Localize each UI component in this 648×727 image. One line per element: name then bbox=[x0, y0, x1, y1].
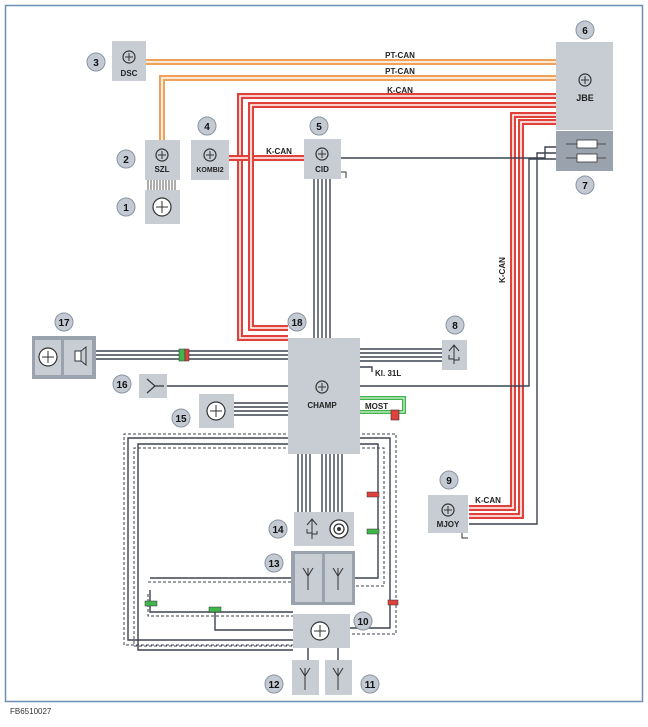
svg-text:4: 4 bbox=[204, 122, 210, 133]
champ-module: CHAMP bbox=[288, 338, 360, 454]
mjoy-label: MJOY bbox=[437, 520, 460, 529]
szl-label: SZL bbox=[154, 165, 169, 174]
marker-1: 1 bbox=[116, 197, 136, 217]
svg-text:11: 11 bbox=[365, 680, 376, 691]
aux-input-module bbox=[139, 374, 167, 398]
controller-module bbox=[199, 394, 234, 428]
marker-6: 6 bbox=[575, 20, 595, 40]
svg-text:16: 16 bbox=[116, 380, 128, 391]
steering-angle-sensor bbox=[145, 190, 180, 224]
marker-8: 8 bbox=[445, 315, 465, 335]
kl31-label: Kl. 31L bbox=[375, 369, 401, 378]
svg-text:15: 15 bbox=[175, 414, 187, 425]
most-ring bbox=[360, 396, 406, 421]
marker-16: 16 bbox=[112, 374, 132, 394]
marker-17: 17 bbox=[54, 312, 74, 332]
k-can-label-mjoy: K-CAN bbox=[475, 496, 501, 505]
svg-text:6: 6 bbox=[582, 26, 588, 37]
svg-text:7: 7 bbox=[582, 181, 588, 192]
dsc-module: DSC bbox=[112, 41, 146, 81]
jbe-module: JBE bbox=[556, 42, 613, 130]
connector-markers bbox=[144, 348, 399, 613]
cid-module: CID bbox=[304, 139, 347, 179]
number-markers: 1 2 3 4 5 6 7 8 9 10 11 12 13 14 15 16 1… bbox=[54, 20, 595, 694]
mjoy-module: MJOY bbox=[428, 495, 468, 539]
svg-text:8: 8 bbox=[452, 321, 458, 332]
usb-aux-module bbox=[294, 512, 354, 546]
rear-camera-module bbox=[32, 336, 96, 379]
k-can-bus-top bbox=[237, 93, 556, 341]
shielded-wires bbox=[123, 433, 397, 647]
jbe-label: JBE bbox=[576, 93, 594, 103]
marker-12: 12 bbox=[264, 674, 284, 694]
usb-port-module bbox=[442, 340, 467, 370]
svg-text:10: 10 bbox=[357, 617, 369, 628]
diagram-frame bbox=[4, 4, 644, 703]
marker-14: 14 bbox=[268, 519, 288, 539]
pt-can-label-2: PT-CAN bbox=[385, 67, 415, 76]
marker-13: 13 bbox=[264, 553, 284, 573]
svg-text:18: 18 bbox=[291, 318, 303, 329]
svg-text:14: 14 bbox=[272, 525, 284, 536]
cid-label: CID bbox=[315, 165, 329, 174]
kombi2-label: KOMBI2 bbox=[196, 167, 223, 174]
k-can-bus-vertical bbox=[469, 112, 556, 519]
antenna-11 bbox=[325, 660, 352, 695]
antenna-amplifier bbox=[291, 551, 355, 605]
svg-text:2: 2 bbox=[123, 155, 129, 166]
svg-text:13: 13 bbox=[268, 559, 280, 570]
k-can-label-kombi: K-CAN bbox=[266, 147, 292, 156]
svg-text:9: 9 bbox=[446, 476, 452, 487]
dsc-label: DSC bbox=[121, 69, 138, 78]
champ-label: CHAMP bbox=[307, 401, 337, 410]
marker-10: 10 bbox=[353, 611, 373, 631]
marker-5: 5 bbox=[309, 116, 329, 136]
tuner-module bbox=[293, 614, 350, 648]
marker-11: 11 bbox=[360, 674, 380, 694]
marker-3: 3 bbox=[86, 52, 106, 72]
svg-text:5: 5 bbox=[316, 122, 322, 133]
marker-7: 7 bbox=[575, 175, 595, 195]
k-can-bus-champ bbox=[248, 102, 556, 331]
svg-text:3: 3 bbox=[93, 58, 99, 69]
kombi2-module: KOMBI2 bbox=[191, 140, 229, 180]
pt-can-label-1: PT-CAN bbox=[385, 51, 415, 60]
pt-can-bus-2 bbox=[159, 75, 556, 140]
marker-2: 2 bbox=[116, 149, 136, 169]
k-can-label-vertical: K-CAN bbox=[498, 257, 507, 283]
antenna-12 bbox=[292, 660, 319, 695]
szl-module: SZL bbox=[145, 140, 180, 190]
signal-wires bbox=[96, 146, 556, 660]
marker-4: 4 bbox=[197, 116, 217, 136]
figure-id: FB6510027 bbox=[10, 707, 52, 716]
fuse-block bbox=[556, 131, 613, 171]
marker-18: 18 bbox=[287, 312, 307, 332]
marker-9: 9 bbox=[439, 470, 459, 490]
svg-text:1: 1 bbox=[123, 203, 129, 214]
marker-15: 15 bbox=[171, 408, 191, 428]
k-can-label-top: K-CAN bbox=[387, 86, 413, 95]
most-label: MOST bbox=[365, 402, 388, 411]
svg-text:17: 17 bbox=[58, 318, 70, 329]
svg-text:12: 12 bbox=[268, 680, 280, 691]
